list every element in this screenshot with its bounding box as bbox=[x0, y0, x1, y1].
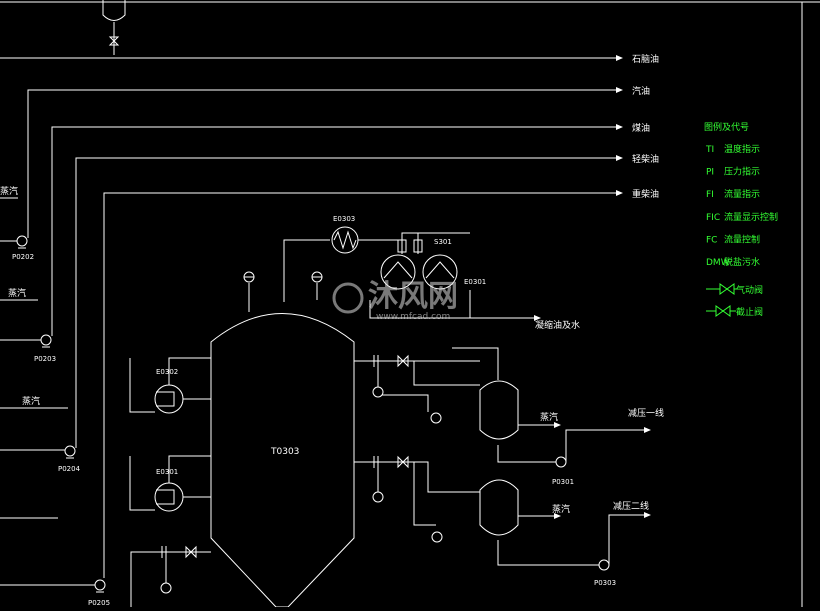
legend-desc-pi: 压力指示 bbox=[724, 166, 760, 178]
column-t0303: T0303 bbox=[210, 313, 355, 608]
pump-p0205: P0205 bbox=[88, 579, 110, 607]
product-labels: 石脑油 汽油 煤油 轻柴油 重柴油 bbox=[632, 53, 659, 200]
stripper-1: 蒸汽 P0301 减压一线 bbox=[479, 380, 664, 486]
column-t0303-label: T0303 bbox=[270, 447, 299, 457]
watermark-logo-icon bbox=[332, 282, 364, 314]
stripper-2: 蒸汽 P0303 减压二线 bbox=[479, 479, 651, 587]
legend-desc-ti: 温度指示 bbox=[724, 143, 760, 155]
svg-text:截止阀: 截止阀 bbox=[736, 306, 763, 318]
steam-stripper-1: 蒸汽 bbox=[540, 411, 558, 423]
vacuum-line1-label: 减压一线 bbox=[628, 407, 664, 419]
e0302-label: E0302 bbox=[156, 368, 178, 376]
legend-code-pi: PI bbox=[706, 168, 714, 178]
steam-label-1: 蒸汽 bbox=[0, 185, 18, 197]
watermark: 沐风网 www.mfcad.com bbox=[332, 279, 458, 322]
legend-title: 图例及代号 bbox=[704, 121, 749, 133]
legend-code-fic: FIC bbox=[706, 213, 720, 223]
left-steam-lines: 蒸汽 蒸汽 蒸汽 bbox=[0, 185, 98, 586]
legend-pneumatic-valve: 气动阀 bbox=[706, 283, 763, 296]
legend-desc-fic: 流量显示控制 bbox=[724, 211, 778, 223]
svg-text:P0203: P0203 bbox=[34, 355, 56, 363]
condensate-label: 凝缩油及水 bbox=[535, 319, 580, 331]
product-lines bbox=[0, 55, 623, 578]
svg-text:P0202: P0202 bbox=[12, 253, 34, 261]
side-draw-2 bbox=[354, 455, 480, 543]
legend-code-ti: TI bbox=[705, 145, 714, 155]
pump-p0303-label: P0303 bbox=[594, 579, 616, 587]
pump-p0202: P0202 bbox=[12, 235, 34, 261]
overhead-system: E0303 S301 E0301 凝缩油及水 bbox=[283, 215, 580, 331]
watermark-brand: 沐风网 bbox=[368, 279, 458, 314]
svg-text:P0204: P0204 bbox=[58, 465, 81, 473]
svg-text:气动阀: 气动阀 bbox=[736, 284, 763, 296]
e0303-label: E0303 bbox=[333, 215, 355, 223]
steam-stripper-2: 蒸汽 bbox=[552, 503, 570, 515]
e0301-top-label: E0301 bbox=[464, 278, 486, 286]
reboiler-e0302: E0302 bbox=[129, 357, 211, 414]
pump-p0204: P0204 bbox=[58, 445, 81, 473]
steam-label-3: 蒸汽 bbox=[22, 395, 40, 407]
reboiler-e0301: E0301 bbox=[129, 455, 211, 512]
legend-desc-fc: 流量控制 bbox=[724, 233, 760, 245]
legend: 图例及代号 TI 温度指示 PI 压力指示 FI 流量指示 FIC 流量显示控制 FC 流量控制 D… bbox=[704, 121, 778, 318]
product-light-diesel: 轻柴油 bbox=[632, 153, 659, 165]
top-feed-vessel bbox=[102, 0, 126, 55]
product-naphtha: 石脑油 bbox=[632, 53, 659, 65]
legend-code-dmw: DMW bbox=[706, 258, 730, 268]
top-instruments bbox=[243, 271, 323, 312]
product-heavy-diesel: 重柴油 bbox=[632, 188, 659, 200]
legend-code-fi: FI bbox=[706, 190, 714, 200]
vacuum-line2-label: 减压二线 bbox=[613, 500, 649, 512]
legend-code-fc: FC bbox=[706, 235, 717, 245]
pump-p0203: P0203 bbox=[34, 334, 56, 363]
legend-gate-valve: 截止阀 bbox=[706, 305, 763, 318]
e0301-left-label: E0301 bbox=[156, 468, 178, 476]
legend-desc-dmw: 脱盐污水 bbox=[724, 256, 760, 268]
side-draw-1 bbox=[354, 347, 499, 424]
product-gasoline: 汽油 bbox=[632, 85, 650, 97]
product-kerosene: 煤油 bbox=[632, 122, 650, 134]
steam-label-2: 蒸汽 bbox=[8, 287, 26, 299]
s301-label: S301 bbox=[434, 238, 452, 246]
pump-p0301-label: P0301 bbox=[552, 478, 574, 486]
svg-text:P0205: P0205 bbox=[88, 599, 110, 607]
legend-desc-fi: 流量指示 bbox=[724, 188, 760, 200]
bottom-feed bbox=[130, 545, 211, 607]
watermark-url: www.mfcad.com bbox=[376, 312, 450, 322]
